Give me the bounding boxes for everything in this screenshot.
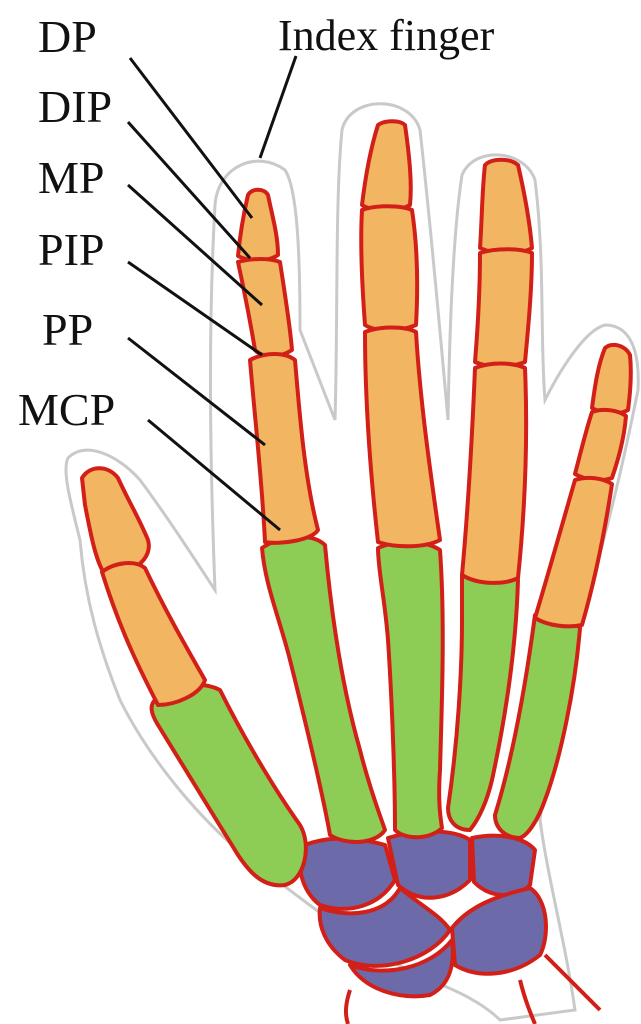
index-middle-phalanx	[238, 259, 292, 356]
label-pp: PP	[42, 304, 93, 355]
phalanx-bones	[82, 121, 631, 705]
radius-bone-hint	[346, 990, 350, 1024]
middle-proximal-phalanx	[365, 328, 440, 547]
ring-distal-phalanx	[480, 160, 532, 254]
ring-middle-phalanx	[475, 249, 532, 366]
leader-line-index-finger	[260, 56, 296, 158]
carpal-bone	[300, 839, 395, 909]
label-dp: DP	[38, 11, 97, 62]
thumb-proximal-phalanx	[102, 563, 205, 705]
leader-line-pp	[128, 338, 265, 445]
middle-metacarpal	[378, 542, 443, 837]
carpal-bones	[300, 831, 546, 996]
label-mp: MP	[38, 152, 104, 203]
label-index-finger: Index finger	[278, 11, 495, 60]
little-middle-phalanx	[575, 410, 626, 480]
ring-proximal-phalanx	[462, 364, 526, 583]
label-dip: DIP	[38, 81, 112, 132]
label-mcp: MCP	[18, 384, 115, 435]
thumb-distal-phalanx	[82, 468, 149, 575]
ulna-bone-hint	[520, 955, 600, 1024]
middle-distal-phalanx	[362, 121, 411, 210]
carpal-bone	[472, 836, 535, 896]
little-distal-phalanx	[592, 345, 631, 414]
middle-middle-phalanx	[361, 206, 417, 330]
label-pip: PIP	[38, 224, 104, 275]
carpal-bone	[452, 888, 546, 974]
little-proximal-phalanx	[535, 478, 612, 626]
